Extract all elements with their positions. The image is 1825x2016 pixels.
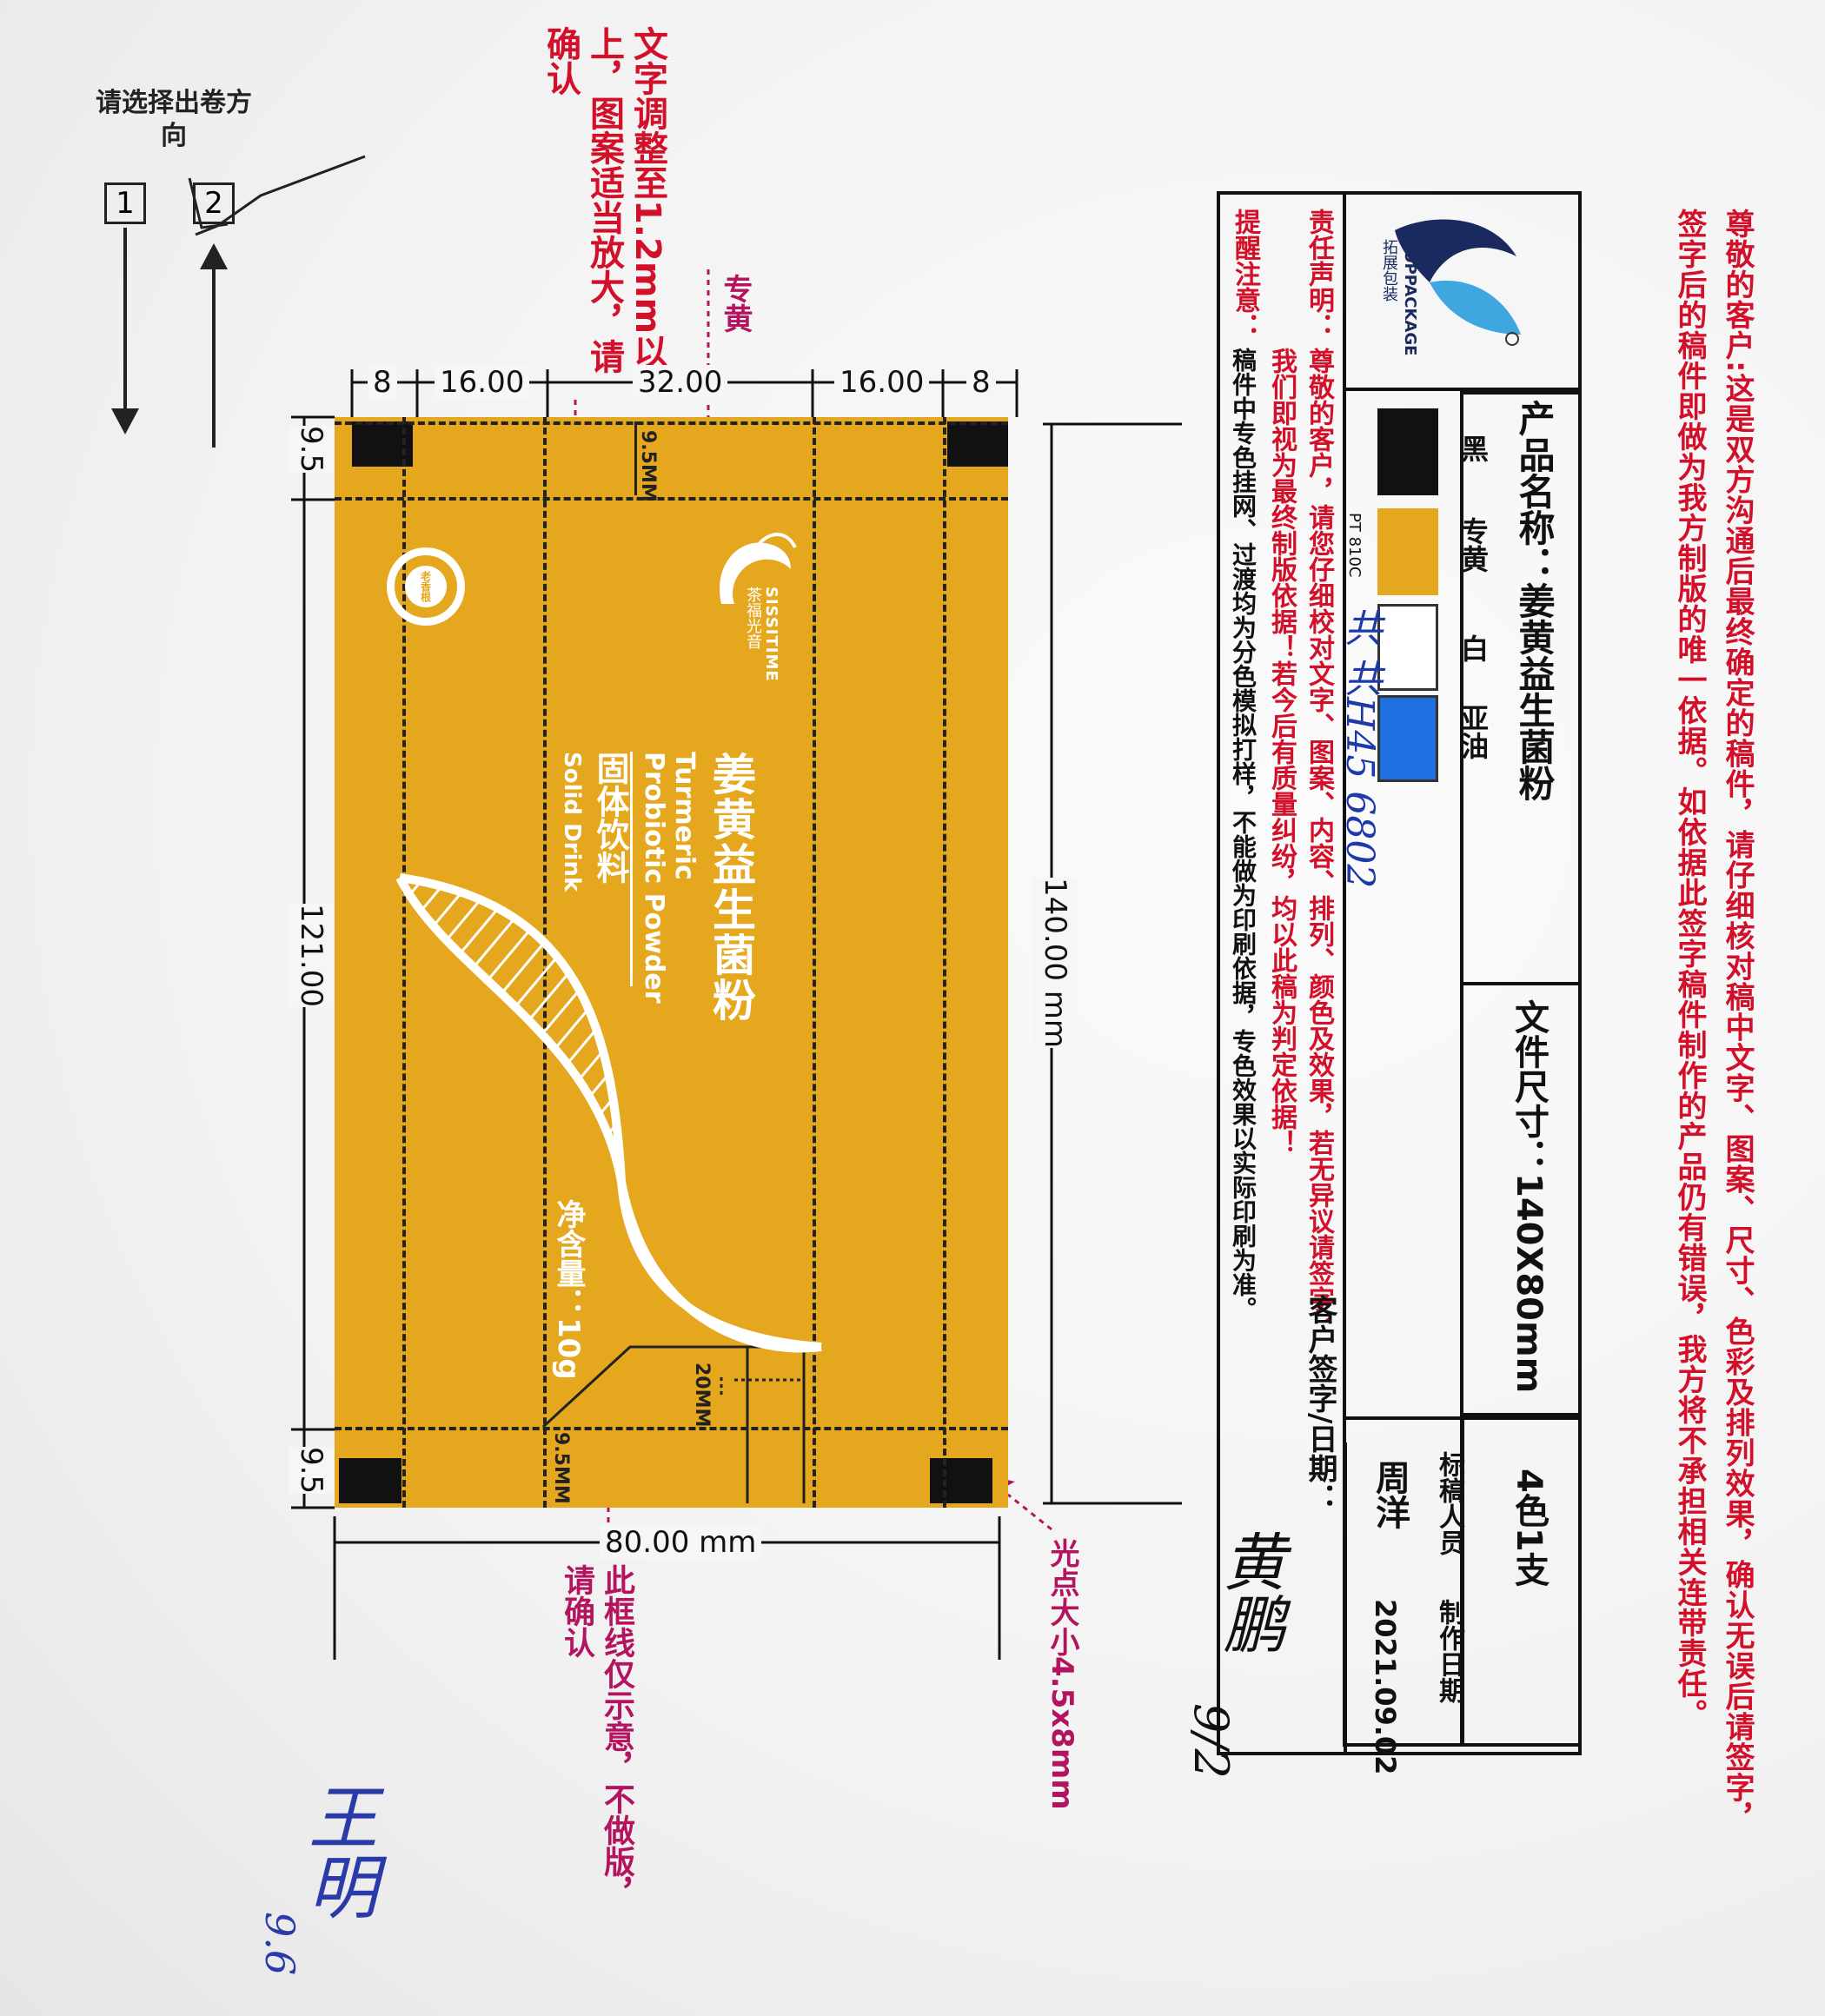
bottom-signature: 王明 [297, 1781, 378, 1920]
inner-dim-top: 9.5MM [637, 430, 659, 502]
reg-mark-top-right [947, 421, 1008, 467]
roll-option-2-checkbox[interactable]: 2 [193, 182, 235, 224]
dim-top-16-right: 16.00 [834, 365, 930, 400]
file-size-label: 文件尺寸：140X80mm [1509, 999, 1549, 1394]
dim-left-9-5-top: 9.5 [289, 426, 334, 474]
reminder-label: 提醒注意： [1230, 209, 1260, 339]
signature-area [1217, 1442, 1347, 1755]
reg-mark-bottom-right [930, 1458, 992, 1503]
staff-name: 周洋 [1370, 1460, 1410, 1529]
dim-top-16-left: 16.00 [435, 365, 530, 400]
fold-line-top [335, 421, 1008, 425]
reg-mark-bottom-left [339, 1458, 402, 1503]
fold-line-left-outer [402, 417, 406, 1508]
dim-bottom-80: 80.00 mm [600, 1525, 762, 1560]
roll-option-1-checkbox[interactable]: 1 [104, 182, 146, 224]
staff-label: 标稿人员 [1434, 1451, 1464, 1555]
product-title-en-1: Turmeric [669, 752, 700, 880]
disclaimer-label: 责任声明： [1304, 209, 1334, 339]
header-line-2: 签字后的稿件即做为我方制版的唯一依据。如依据此签字稿件制作的产品仍有错误，我方将… [1672, 209, 1707, 1729]
logo-name-cn: 拓展包装 [1380, 239, 1398, 302]
size-cell [1460, 982, 1582, 1416]
toppackage-logo-icon [1395, 219, 1521, 346]
product-name-label: 产品名称：姜黄益生菌粉 [1513, 400, 1556, 801]
spot-yellow-note: 专黄 [718, 274, 753, 333]
customer-signature: 黄鹏 [1212, 1529, 1285, 1655]
form-inner-top [1343, 191, 1582, 1747]
seal-badge: 老香根 [387, 547, 465, 626]
product-name-cell [1460, 391, 1582, 1416]
dim-left-9-5-bottom: 9.5 [289, 1447, 334, 1495]
color-count: 4色1支 [1509, 1469, 1549, 1587]
disclaimer-line-2: 我们即视为最终制版依据！若今后有质量纠纷，均以此稿为判定依据！ [1266, 348, 1297, 1156]
dim-top-32: 32.00 [633, 365, 728, 400]
customer-sign-date: 9/2 [1184, 1703, 1238, 1779]
dim-left-121: 121.00 [289, 904, 334, 1007]
inner-dim-20: 20MM [691, 1363, 713, 1428]
swatch-white [1377, 604, 1438, 691]
seal-text: 老香根 [419, 571, 432, 602]
brand-name-cn: 茶福光音 [744, 587, 762, 649]
subtitle-cn: 固体饮料 [591, 752, 629, 884]
make-date: 2021.09.02 [1369, 1599, 1402, 1775]
dim-top-8-right: 8 [966, 365, 996, 400]
fold-line-right-inner [813, 417, 816, 1508]
inner-dim-bottom: 9.5MM [550, 1432, 572, 1504]
logo-name-en: TOPPACKAGE [1401, 239, 1419, 356]
pantone-label: PT 810C [1345, 513, 1364, 578]
product-title-en-2: Probiotic Powder [639, 752, 669, 1004]
swatch-label-blue: 亚油 [1457, 704, 1490, 759]
swatch-yellow [1377, 508, 1438, 595]
handwritten-code: 共 共H45 6802 [1337, 608, 1382, 889]
header-line-1: 尊敬的客户:这是双方沟通后最终确定的稿件，请仔细核对稿中文字、图案、尺寸、色彩及… [1720, 209, 1755, 1834]
net-content: 净含量：10g [551, 1199, 586, 1380]
swatch-label-black: 黑 [1457, 434, 1490, 462]
reminder-text: 稿件中专色挂网、过渡均为分色模拟打样，不能做为印刷依据，专色效果以实际印刷为准。 [1229, 348, 1258, 1321]
swatch-blue [1377, 695, 1438, 782]
date-label: 制作日期 [1434, 1599, 1464, 1703]
dna-helix-graphic [395, 873, 822, 1353]
dim-right-140: 140.00 mm [1032, 878, 1078, 1049]
product-title-cn: 姜黄益生菌粉 [706, 752, 756, 1023]
subtitle-en: Solid Drink [559, 752, 585, 892]
swatch-label-white: 白 [1457, 634, 1490, 662]
logo-cell [1343, 191, 1582, 391]
bottom-signature-date: 9.6 [256, 1912, 303, 1976]
disclaimer-line-1: 尊敬的客户，请您仔细校对文字、图案、内容、排列、颜色及效果，若无异议请签字， [1304, 348, 1334, 1338]
swatch-label-yellow: 专黄 [1457, 517, 1490, 573]
roll-direction-prompt: 请选择出卷方向 [96, 88, 252, 151]
package-artwork: 9.5MM 20MM 9.5MM SISSITIME 茶福光音 老香根 姜黄益生… [335, 417, 1008, 1508]
bottom-tab-outline [541, 1345, 806, 1503]
title-divider [630, 752, 633, 986]
text-adjust-note: 文字调整至1.2mm以上，图案适当放大，请确认 [541, 26, 667, 374]
brand-name-en: SISSITIME [762, 587, 780, 682]
light-spot-note: 光点大小4.5x8mm [1045, 1538, 1079, 1810]
brand-logo-icon [720, 533, 797, 604]
customer-sign-label: 客户签字/日期： [1303, 1295, 1337, 1513]
dim-top-8-left: 8 [368, 365, 397, 400]
fold-line-top-inner [335, 497, 1008, 501]
fold-line-right-outer [943, 417, 946, 1508]
swatch-black [1377, 408, 1438, 495]
fold-line-bottom-inner [335, 1427, 1008, 1430]
frame-note: 此框线仅示意，不做版，请确认 [559, 1564, 634, 1908]
